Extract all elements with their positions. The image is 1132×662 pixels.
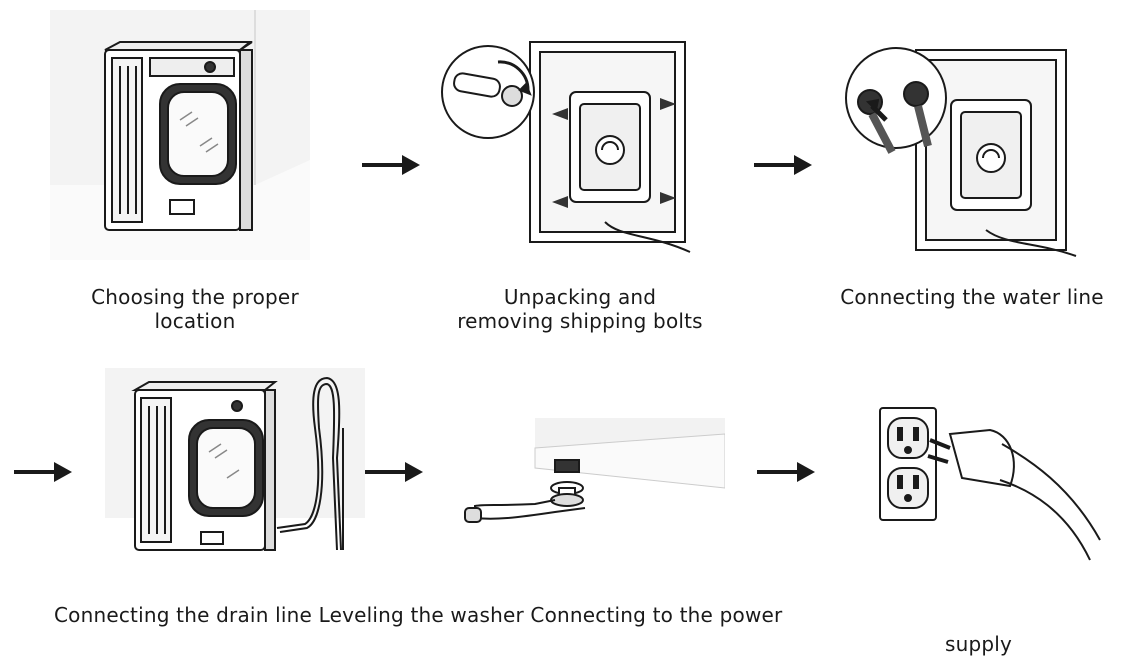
caption-bottom-row: Connecting the drain line Leveling the w…: [54, 603, 782, 627]
wrench-icon: [453, 60, 532, 107]
caption-line: location: [154, 309, 236, 333]
caption-line: supply: [945, 632, 1013, 656]
washer-icon: [104, 41, 253, 231]
shipping-bolts-illustration: [441, 41, 691, 253]
drain-line-illustration: [105, 368, 365, 551]
caption-line: removing shipping bolts: [457, 309, 703, 333]
caption-line: Connecting the drain line Leveling the w…: [54, 603, 783, 627]
caption-choosing-location: Choosing the proper location: [60, 285, 330, 333]
arrow-right-icon: [365, 462, 423, 482]
power-supply-illustration: [879, 407, 1101, 561]
caption-water-line: Connecting the water line: [822, 285, 1122, 309]
caption-line: Choosing the proper: [91, 285, 299, 309]
drain-hose-icon: [276, 376, 344, 551]
bolt-arrow-icon: [552, 108, 568, 120]
washer-icon: [131, 381, 278, 551]
caption-line: Unpacking and: [503, 285, 657, 309]
leveling-illustration: [464, 418, 725, 523]
arrow-right-icon: [362, 155, 420, 175]
arrow-right-icon: [14, 462, 72, 482]
washer-location-illustration: [50, 10, 310, 260]
hose-icon: [985, 229, 1077, 257]
caption-unpacking: Unpacking and removing shipping bolts: [430, 285, 730, 333]
arrow-right-icon: [754, 155, 812, 175]
water-line-illustration: [845, 47, 1077, 257]
arrow-right-icon: [757, 462, 815, 482]
power-outlet-icon: [879, 407, 937, 521]
leveling-foot-icon: [464, 459, 586, 523]
caption-line: Connecting the water line: [840, 285, 1104, 309]
caption-power-supply-wrap: supply: [945, 632, 1012, 656]
plug-icon: [927, 428, 1101, 561]
